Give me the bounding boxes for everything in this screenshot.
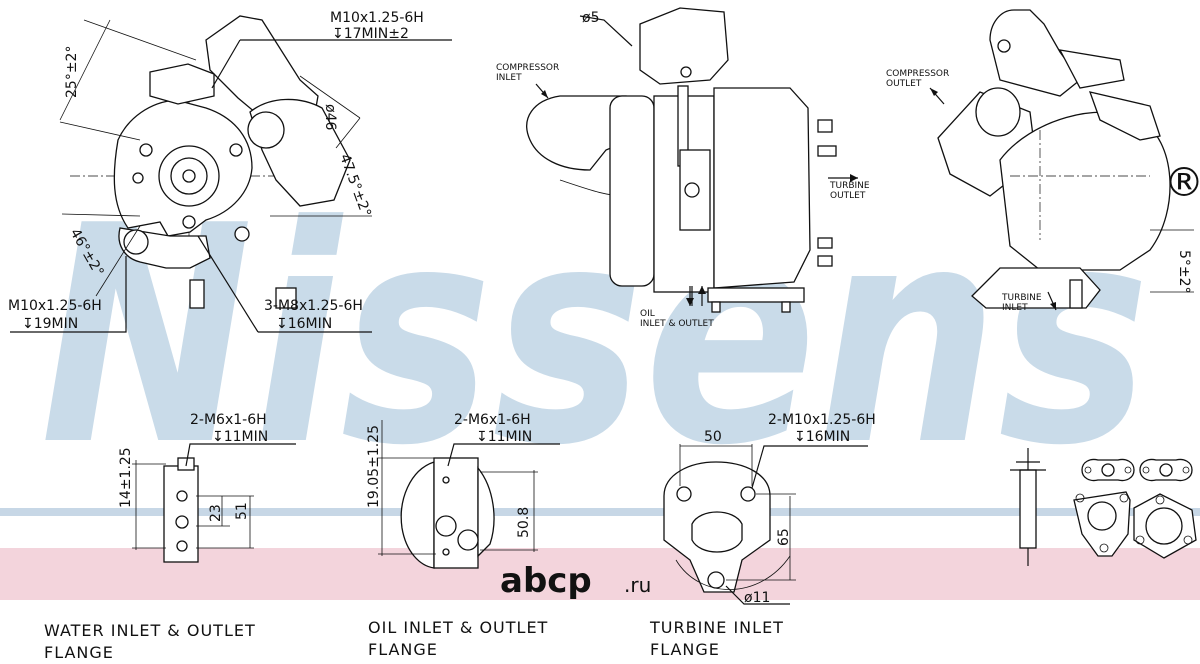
water-dim-b: 51 — [234, 502, 250, 520]
turbine-dim-height: 65 — [776, 528, 792, 546]
depth-left-label: ↧19MIN — [22, 316, 78, 332]
turbine-flange-caption-2: FLANGE — [650, 640, 720, 659]
diameter-label: ø46 — [322, 104, 338, 130]
thread-right-label: 3-M8x1.25-6H — [264, 298, 363, 314]
turbine-thread-label: 2-M10x1.25-6H — [768, 412, 876, 428]
thread-left-label: M10x1.25-6H — [8, 298, 102, 314]
turbine-flange-view: 2-M10x1.25-6H ↧16MIN 50 65 ø11 — [663, 412, 876, 606]
diameter-5-label: ø5 — [582, 10, 599, 26]
oil-flange-caption-2: FLANGE — [368, 640, 438, 659]
water-dim-a: 23 — [208, 504, 224, 522]
turbine-outlet-label-2: OUTLET — [830, 191, 866, 201]
turbine-flange-caption-1: TURBINE INLET — [649, 618, 784, 637]
compressor-inlet-label-1: COMPRESSOR — [496, 63, 559, 73]
pink-band — [0, 548, 1200, 600]
blue-band — [0, 508, 1200, 516]
depth-top-label: ↧17MIN±2 — [332, 26, 409, 42]
water-flange-view: 2-M6x1-6H ↧11MIN 14±1.25 23 51 — [118, 412, 296, 563]
water-thread-label: 2-M6x1-6H — [190, 412, 267, 428]
abcp-logo-text: abcp — [500, 561, 592, 601]
water-depth-label: ↧11MIN — [212, 429, 268, 445]
thread-top-label: M10x1.25-6H — [330, 10, 424, 26]
oil-thread-label: 2-M6x1-6H — [454, 412, 531, 428]
turbine-dim-hole: ø11 — [744, 590, 770, 606]
right-view: COMPRESSOR OUTLET TURBINE INLET 5°±2° — [886, 9, 1194, 313]
water-flange-caption-2: FLANGE — [44, 643, 114, 662]
turbine-dim-width: 50 — [704, 429, 722, 445]
turbine-depth-label: ↧16MIN — [794, 429, 850, 445]
oil-flange-view: 2-M6x1-6H ↧11MIN 19.05±1.25 50.8 — [366, 412, 560, 569]
abcp-logo: abcp .ru — [500, 561, 651, 601]
angle-top-label: 25°±2° — [64, 46, 80, 98]
center-view: ø5 COMPRESSOR INLET TURBINE OUTLET OIL I… — [496, 7, 870, 329]
oil-label-2: INLET & OUTLET — [640, 319, 714, 329]
compressor-inlet-label-2: INLET — [496, 73, 522, 83]
compressor-outlet-label-2: OUTLET — [886, 79, 922, 89]
abcp-logo-suffix: .ru — [624, 573, 651, 597]
oil-dim-a: 50.8 — [516, 507, 532, 538]
turbine-inlet-label-2: INLET — [1002, 303, 1028, 313]
gasket-kit — [1010, 448, 1197, 566]
water-flange-caption-1: WATER INLET & OUTLET — [44, 621, 256, 640]
depth-right-label: ↧16MIN — [276, 316, 332, 332]
oil-flange-caption-1: OIL INLET & OUTLET — [368, 618, 548, 637]
oil-depth-label: ↧11MIN — [476, 429, 532, 445]
turbine-outlet-label-1: TURBINE — [829, 181, 870, 191]
oil-label-1: OIL — [640, 309, 655, 319]
turbine-inlet-label-1: TURBINE — [1001, 293, 1042, 303]
compressor-outlet-label-1: COMPRESSOR — [886, 69, 949, 79]
angle-5-label: 5°±2° — [1176, 250, 1192, 294]
water-dim-vertical: 14±1.25 — [118, 447, 134, 508]
nissens-watermark: Nissens — [40, 162, 1150, 511]
left-view: M10x1.25-6H ↧17MIN±2 25°±2° ø46 47.5°±2°… — [8, 10, 452, 333]
oil-dim-vertical: 19.05±1.25 — [366, 425, 382, 508]
